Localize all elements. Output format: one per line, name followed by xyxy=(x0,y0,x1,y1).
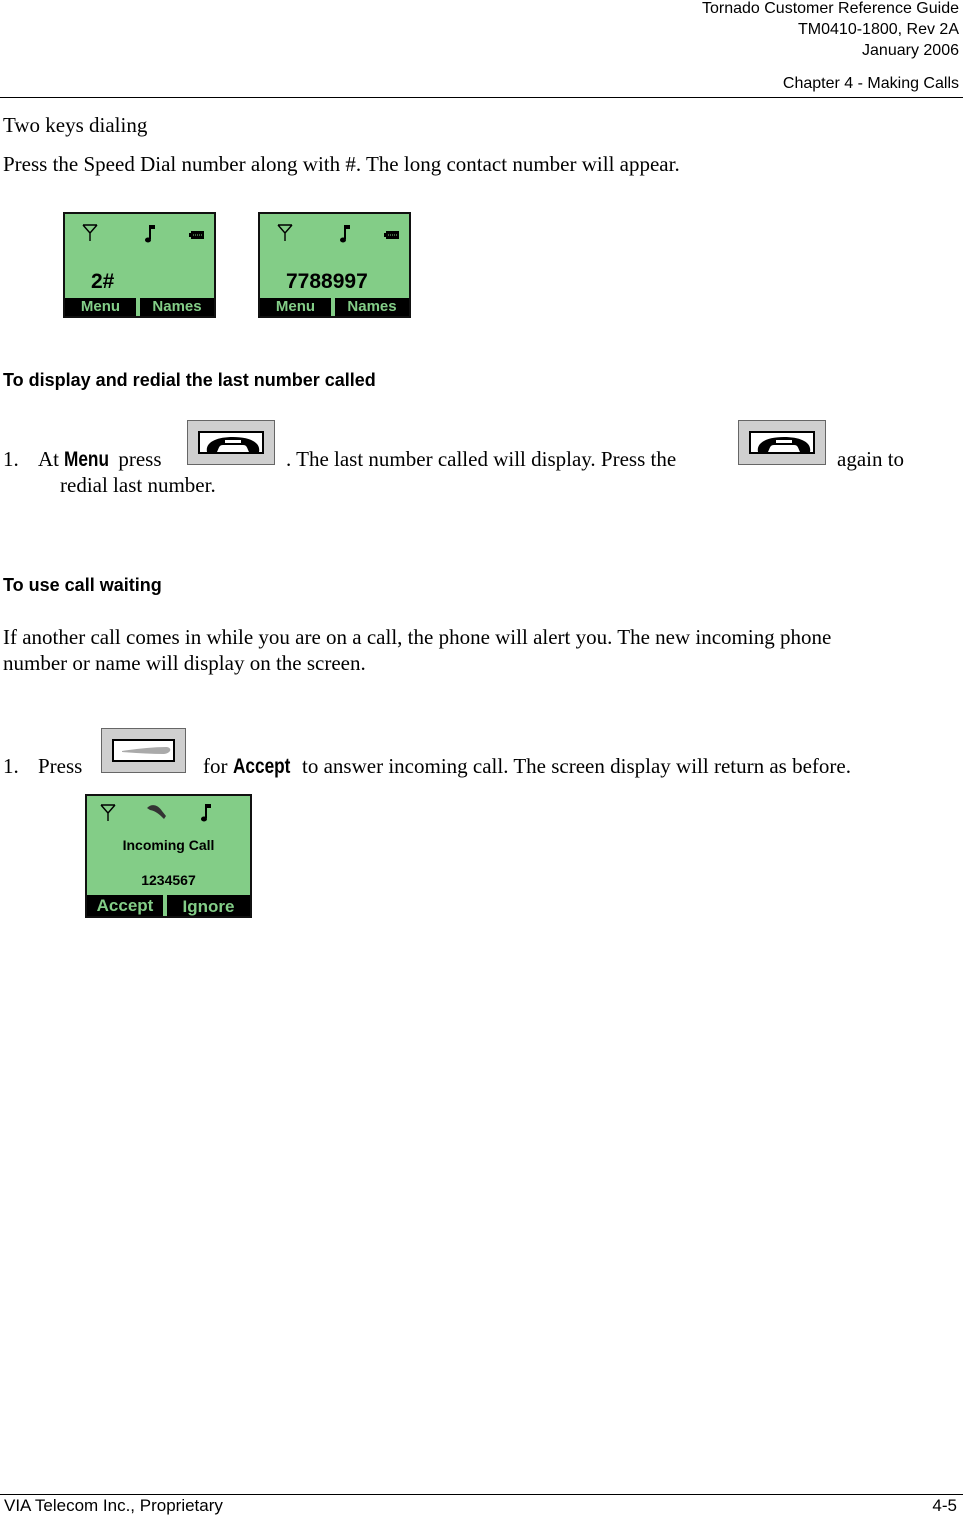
signal-antenna-icon xyxy=(82,224,98,241)
music-note-icon xyxy=(201,804,211,822)
accept-keyword: Accept xyxy=(232,755,291,778)
redial-step-end: again to xyxy=(837,447,905,471)
redial-step-line: 1. At Menu press xyxy=(3,446,162,473)
call-waiting-body-1: If another call comes in while you are o… xyxy=(3,625,832,649)
doc-title: Tornado Customer Reference Guide xyxy=(701,0,959,17)
step-text-press: press xyxy=(118,447,162,471)
heading-call-waiting: To use call waiting xyxy=(3,575,162,595)
battery-icon xyxy=(384,231,399,239)
phone-screen-incoming-call: Incoming Call 1234567 Accept Ignore xyxy=(85,794,252,918)
left-softkey-button[interactable] xyxy=(101,728,186,773)
music-note-icon xyxy=(145,225,155,243)
waiting-step-line: 1. Press xyxy=(3,753,82,779)
two-keys-body: Press the Speed Dial number along with #… xyxy=(3,152,680,176)
send-key-button-again[interactable] xyxy=(738,420,826,465)
step-text-press: Press xyxy=(38,754,83,778)
step-text-rest: to answer incoming call. The screen disp… xyxy=(302,754,851,778)
softkey-ignore[interactable]: Ignore xyxy=(167,895,250,916)
heading-redial: To display and redial the last number ca… xyxy=(3,370,376,390)
menu-keyword: Menu xyxy=(64,448,110,471)
softkey-menu[interactable]: Menu xyxy=(260,298,331,316)
phone-handset-icon xyxy=(206,437,260,452)
redial-step-cont: redial last number. xyxy=(60,473,216,497)
dialed-digits: 2# xyxy=(91,270,115,293)
phone-screen-contact-number: 7788997 Menu Names xyxy=(258,212,411,318)
softkey-names[interactable]: Names xyxy=(335,298,409,316)
softkey-menu[interactable]: Menu xyxy=(65,298,136,316)
battery-icon xyxy=(189,231,204,239)
softkey-accept[interactable]: Accept xyxy=(87,895,163,916)
handset-icon xyxy=(147,805,166,819)
doc-date: January 2006 xyxy=(862,42,959,59)
step-text-for: for xyxy=(203,754,228,778)
incoming-call-label: Incoming Call xyxy=(122,837,215,853)
contact-number: 7788997 xyxy=(286,270,368,293)
waiting-step-rest: for Accept to answer incoming call. The … xyxy=(203,753,851,780)
signal-antenna-icon xyxy=(277,224,293,241)
send-key-button[interactable] xyxy=(187,420,275,465)
caller-number: 1234567 xyxy=(141,872,196,888)
step-number: 1. xyxy=(3,754,19,778)
call-waiting-body-2: number or name will display on the scree… xyxy=(3,651,366,675)
header-rule xyxy=(0,97,963,98)
music-note-icon xyxy=(340,225,350,243)
chapter-title: Chapter 4 - Making Calls xyxy=(782,75,959,92)
softkey-names[interactable]: Names xyxy=(140,298,214,316)
doc-id: TM0410-1800, Rev 2A xyxy=(798,21,959,38)
running-header: Tornado Customer Reference Guide TM0410-… xyxy=(702,0,959,94)
redial-step-mid: . The last number called will display. P… xyxy=(286,447,677,471)
page-number: 4-5 xyxy=(932,1496,957,1515)
signal-antenna-icon xyxy=(100,804,116,821)
footer-rule xyxy=(0,1494,963,1495)
section-title-two-keys: Two keys dialing xyxy=(3,113,148,137)
step-number: 1. xyxy=(3,447,19,471)
step-text-at: At xyxy=(38,447,59,471)
footer-company: VIA Telecom Inc., Proprietary xyxy=(4,1496,223,1515)
phone-handset-icon xyxy=(757,437,811,452)
phone-screen-speed-dial: 2# Menu Names xyxy=(63,212,216,318)
softkey-dash-icon xyxy=(122,747,171,754)
